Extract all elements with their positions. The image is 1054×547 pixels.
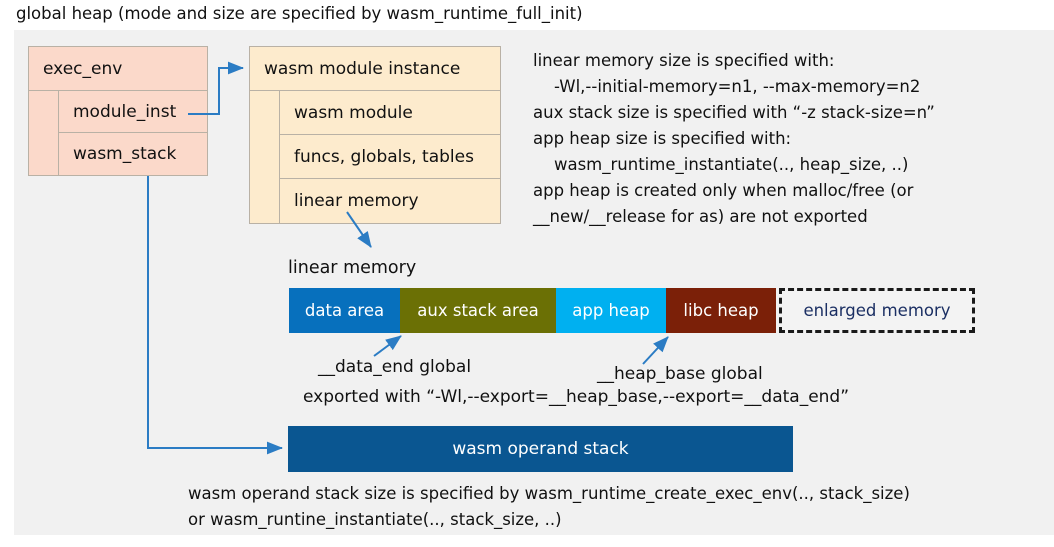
exec-env-header: exec_env (29, 47, 207, 91)
annotation-data-end: __data_end global (318, 357, 472, 377)
memory-segment-app-heap: app heap (556, 288, 666, 333)
memory-segment-enlarged-memory: enlarged memory (779, 288, 975, 333)
annotation-exported-with: exported with “-Wl,--export=__heap_base,… (303, 387, 850, 407)
memory-segment-data-area: data area (289, 288, 400, 333)
module-instance-gutter (250, 91, 280, 223)
page-title: global heap (mode and size are specified… (16, 4, 583, 23)
module-instance-header: wasm module instance (250, 47, 500, 91)
exec-env-box: exec_env module_inst wasm_stack (28, 46, 208, 176)
exec-env-row-wasm-stack: wasm_stack (73, 144, 177, 164)
module-instance-body: wasm module funcs, globals, tables linea… (250, 91, 500, 223)
module-instance-row-wasm-module: wasm module (280, 91, 500, 135)
memory-segment-aux-stack-area: aux stack area (400, 288, 556, 333)
exec-env-gutter (29, 91, 59, 175)
linear-memory-note: linear memory size is specified with: -W… (533, 51, 935, 226)
operand-stack-note: wasm operand stack size is specified by … (188, 484, 910, 529)
exec-env-row-module-inst: module_inst (59, 91, 207, 133)
annotation-heap-base: __heap_base global (597, 364, 763, 384)
wasm-module-instance-box: wasm module instance wasm module funcs, … (249, 46, 501, 224)
module-instance-rows: wasm module funcs, globals, tables linea… (280, 91, 500, 223)
memory-segment-libc-heap: libc heap (666, 288, 776, 333)
module-instance-row-funcs-globals-tables: funcs, globals, tables (280, 135, 500, 179)
linear-memory-label: linear memory (288, 258, 417, 278)
module-instance-row-linear-memory: linear memory (294, 191, 419, 211)
exec-env-body: module_inst wasm_stack (29, 91, 207, 175)
exec-env-rows: module_inst wasm_stack (59, 91, 207, 175)
wasm-operand-stack-box: wasm operand stack (288, 426, 793, 472)
